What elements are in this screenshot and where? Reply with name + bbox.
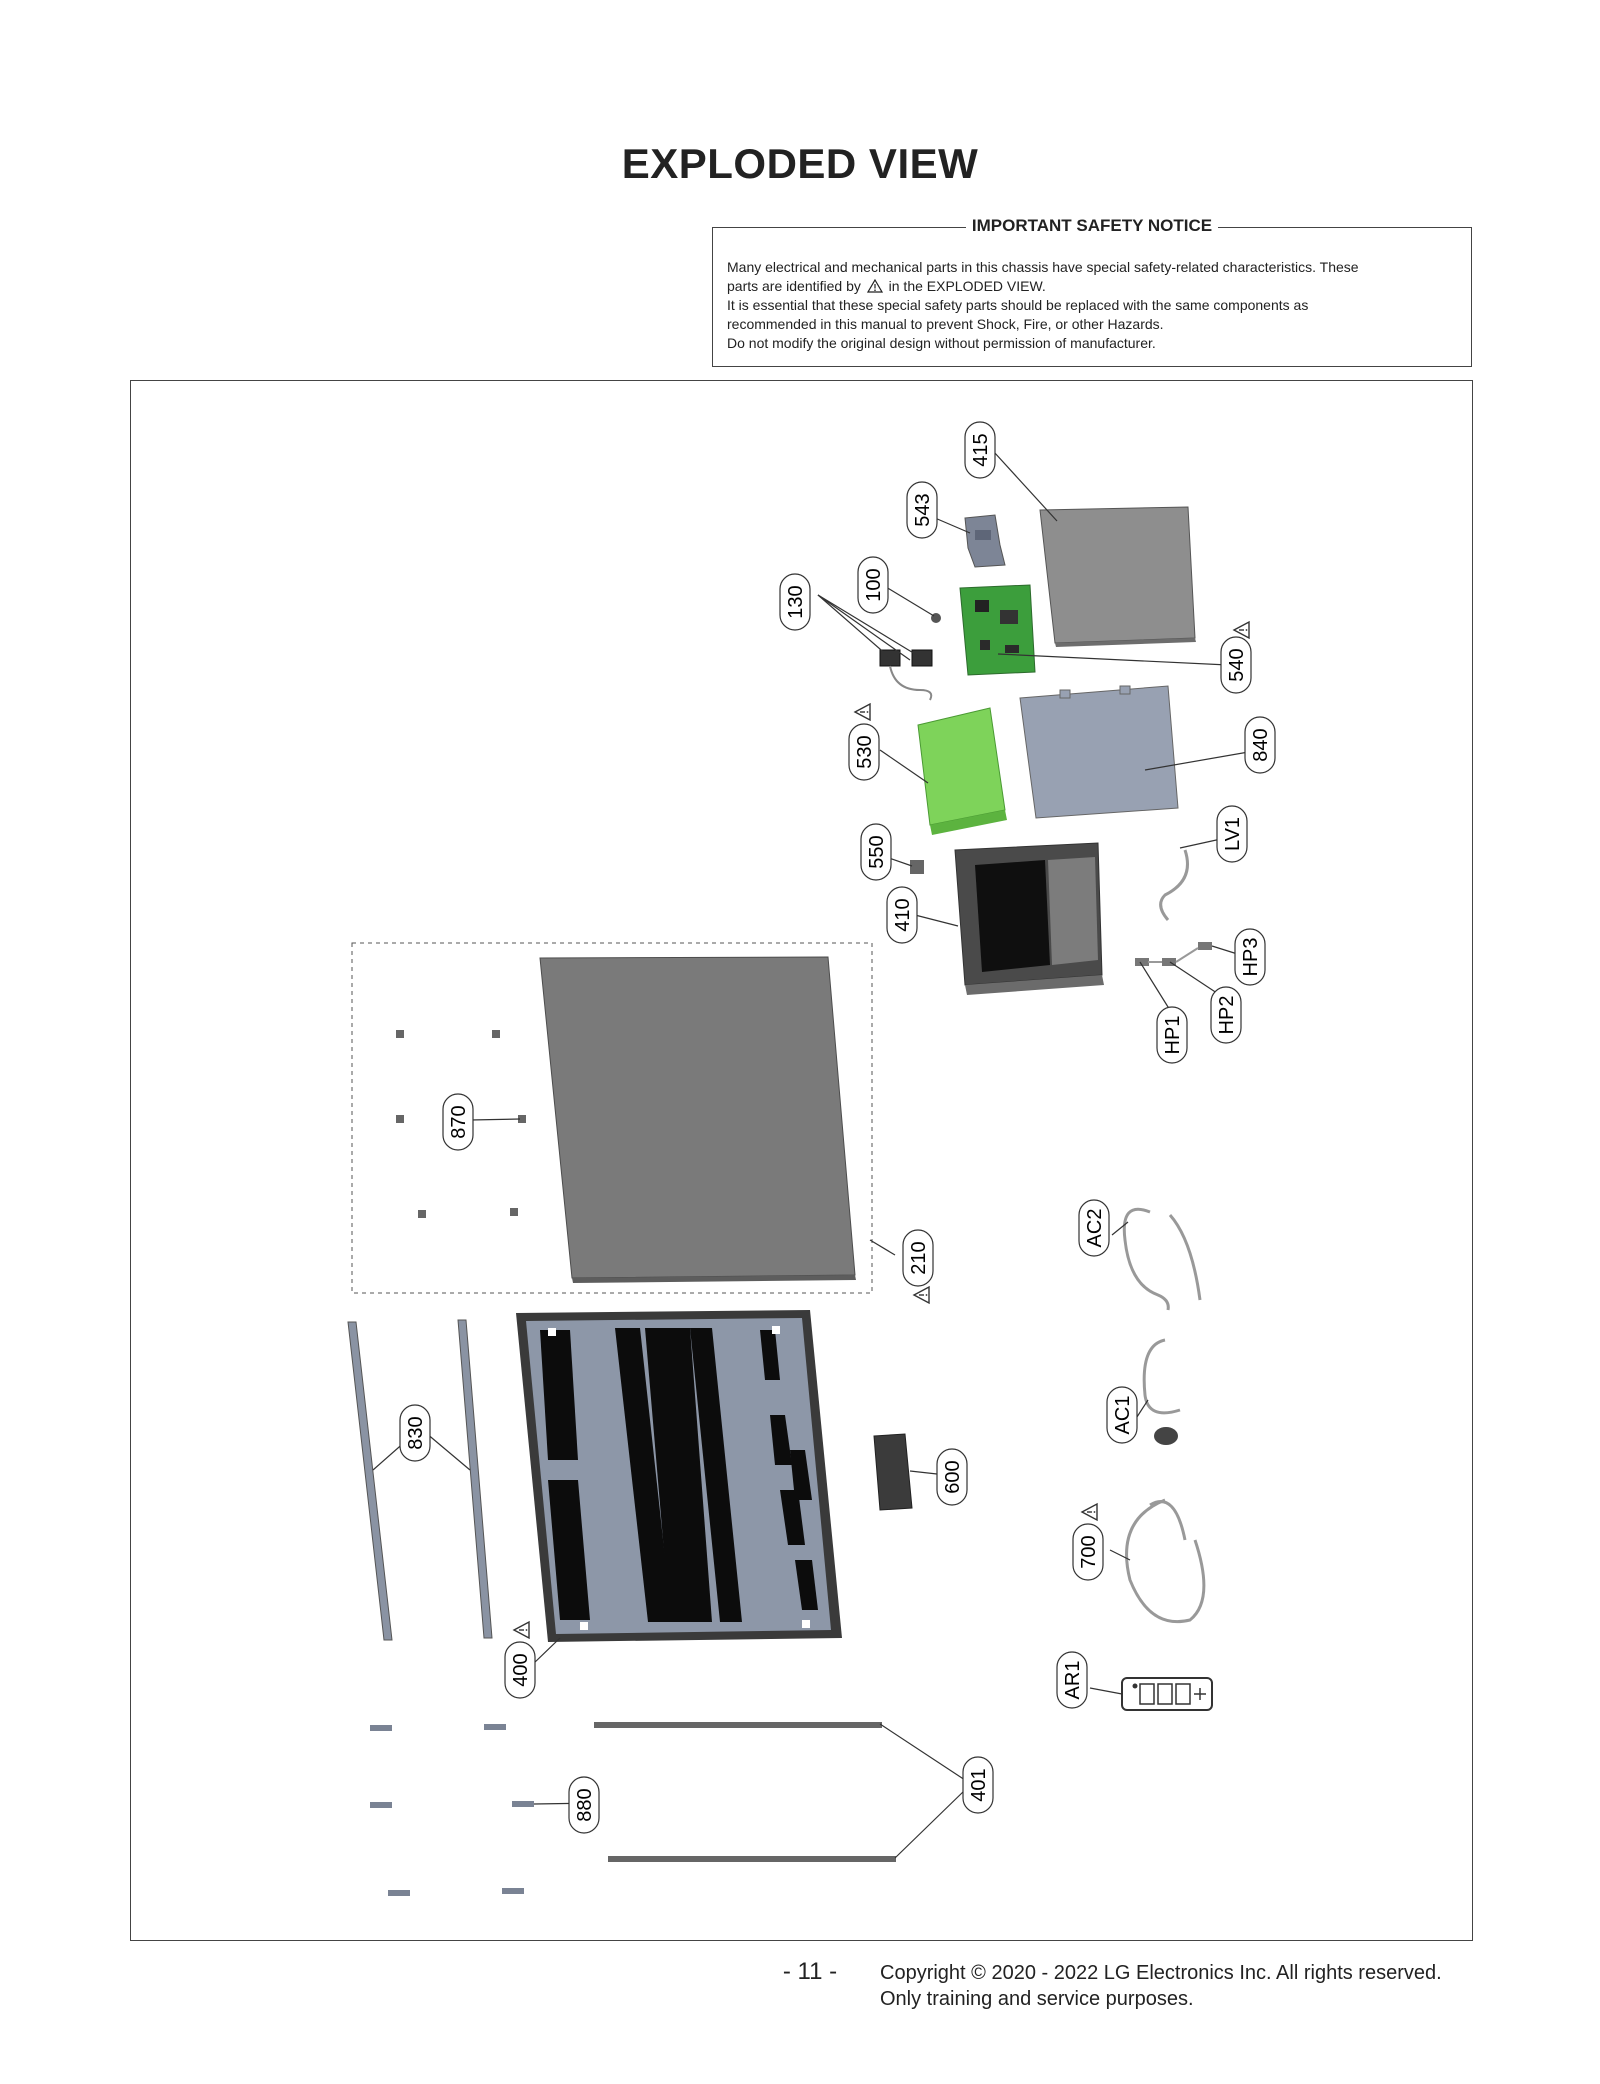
ir-cable — [1142, 1338, 1181, 1415]
warning-triangle-icon — [1081, 1503, 1098, 1521]
lvds-cable — [1159, 849, 1189, 921]
svg-text:830: 830 — [405, 1416, 427, 1449]
svg-text:AR1: AR1 — [1062, 1661, 1084, 1700]
notice-line: recommended in this manual to prevent Sh… — [727, 316, 1164, 332]
copyright-notice: Copyright © 2020 - 2022 LG Electronics I… — [880, 1960, 1442, 2012]
hp-cables — [1135, 942, 1212, 966]
purpose-line: Only training and service purposes. — [880, 1988, 1194, 2010]
av-cable — [1122, 1207, 1170, 1311]
lcd-panel — [539, 956, 856, 1283]
main-board — [959, 584, 1036, 676]
callout-401: 401 — [962, 1756, 994, 1814]
safety-notice-text: Many electrical and mechanical parts in … — [727, 258, 1457, 353]
warning-triangle-icon — [913, 1286, 930, 1304]
callout-AR1: AR1 — [1056, 1651, 1088, 1709]
svg-text:AC2: AC2 — [1084, 1209, 1106, 1248]
connector-part — [910, 860, 924, 874]
svg-text:AC1: AC1 — [1112, 1396, 1134, 1435]
callout-830: 830 — [399, 1404, 431, 1462]
svg-text:401: 401 — [968, 1768, 990, 1801]
clips — [370, 1724, 534, 1896]
safety-notice-title: IMPORTANT SAFETY NOTICE — [965, 216, 1219, 235]
safety-notice-box: IMPORTANT SAFETY NOTICE Many electrical … — [712, 216, 1472, 367]
callout-540: 540 — [1220, 636, 1252, 694]
page-title: EXPLODED VIEW — [621, 140, 979, 187]
warning-triangle-icon — [513, 1621, 530, 1639]
svg-text:840: 840 — [1250, 728, 1272, 761]
notice-line: Many electrical and mechanical parts in … — [727, 259, 1359, 275]
svg-text:415: 415 — [970, 433, 992, 466]
svg-text:600: 600 — [942, 1460, 964, 1493]
adhesive-pads — [396, 1030, 526, 1218]
callout-AC1: AC1 — [1106, 1386, 1138, 1444]
callout-600: 600 — [936, 1448, 968, 1506]
svg-text:550: 550 — [866, 835, 888, 868]
speakers — [879, 649, 933, 701]
notice-line: It is essential that these special safet… — [727, 297, 1309, 313]
svg-text:400: 400 — [510, 1653, 532, 1686]
svg-text:880: 880 — [574, 1788, 596, 1821]
small-board — [873, 1433, 913, 1511]
bracket-part — [964, 514, 1006, 568]
notice-line: parts are identified by in the EXPLODED … — [727, 278, 1046, 294]
callout-HP1: HP1 — [1156, 1006, 1188, 1064]
callout-700: 700 — [1072, 1523, 1104, 1581]
svg-text:100: 100 — [863, 568, 885, 601]
remote-control — [1121, 1677, 1213, 1711]
page-number: - 11 - — [782, 1958, 838, 1985]
callout-LV1: LV1 — [1216, 805, 1248, 863]
warning-triangle-icon — [1233, 621, 1250, 639]
svg-text:HP2: HP2 — [1216, 996, 1238, 1035]
svg-text:130: 130 — [785, 585, 807, 618]
svg-text:543: 543 — [912, 493, 934, 526]
callout-210: 210 — [902, 1229, 934, 1287]
power-cord — [1125, 1498, 1206, 1624]
svg-text:HP1: HP1 — [1162, 1016, 1184, 1055]
notice-line: Do not modify the original design withou… — [727, 335, 1156, 351]
power-board — [917, 707, 1007, 835]
copyright-line: Copyright © 2020 - 2022 LG Electronics I… — [880, 1962, 1442, 1984]
callout-130: 130 — [779, 573, 811, 631]
svg-text:870: 870 — [448, 1105, 470, 1138]
backlight-frame — [516, 1310, 842, 1642]
exploded-diagram-frame — [130, 380, 1473, 1941]
svg-text:HP3: HP3 — [1240, 938, 1262, 977]
svg-text:540: 540 — [1226, 648, 1248, 681]
side-rails — [347, 1319, 493, 1641]
callout-415: 415 — [964, 421, 996, 479]
callout-530: 530 — [848, 723, 880, 781]
svg-text:530: 530 — [854, 735, 876, 768]
dashed-group-box — [351, 942, 873, 1294]
svg-text:700: 700 — [1078, 1535, 1100, 1568]
callout-AC2: AC2 — [1078, 1199, 1110, 1257]
svg-text:410: 410 — [892, 898, 914, 931]
callout-870: 870 — [442, 1093, 474, 1151]
callout-100: 100 — [857, 556, 889, 614]
callout-840: 840 — [1244, 716, 1276, 774]
callout-543: 543 — [906, 481, 938, 539]
bottom-rails — [594, 1722, 896, 1862]
callout-550: 550 — [860, 823, 892, 881]
callout-410: 410 — [886, 886, 918, 944]
callout-880: 880 — [568, 1776, 600, 1834]
warning-triangle-icon — [866, 279, 883, 293]
warning-triangle-icon — [854, 703, 871, 721]
svg-text:LV1: LV1 — [1222, 817, 1244, 851]
svg-text:210: 210 — [908, 1241, 930, 1274]
back-cover-plate — [1039, 506, 1196, 647]
chassis-box — [954, 842, 1104, 995]
callout-HP2: HP2 — [1210, 986, 1242, 1044]
shield-plate — [1019, 685, 1179, 819]
callout-400: 400 — [504, 1641, 536, 1699]
callout-HP3: HP3 — [1234, 928, 1266, 986]
